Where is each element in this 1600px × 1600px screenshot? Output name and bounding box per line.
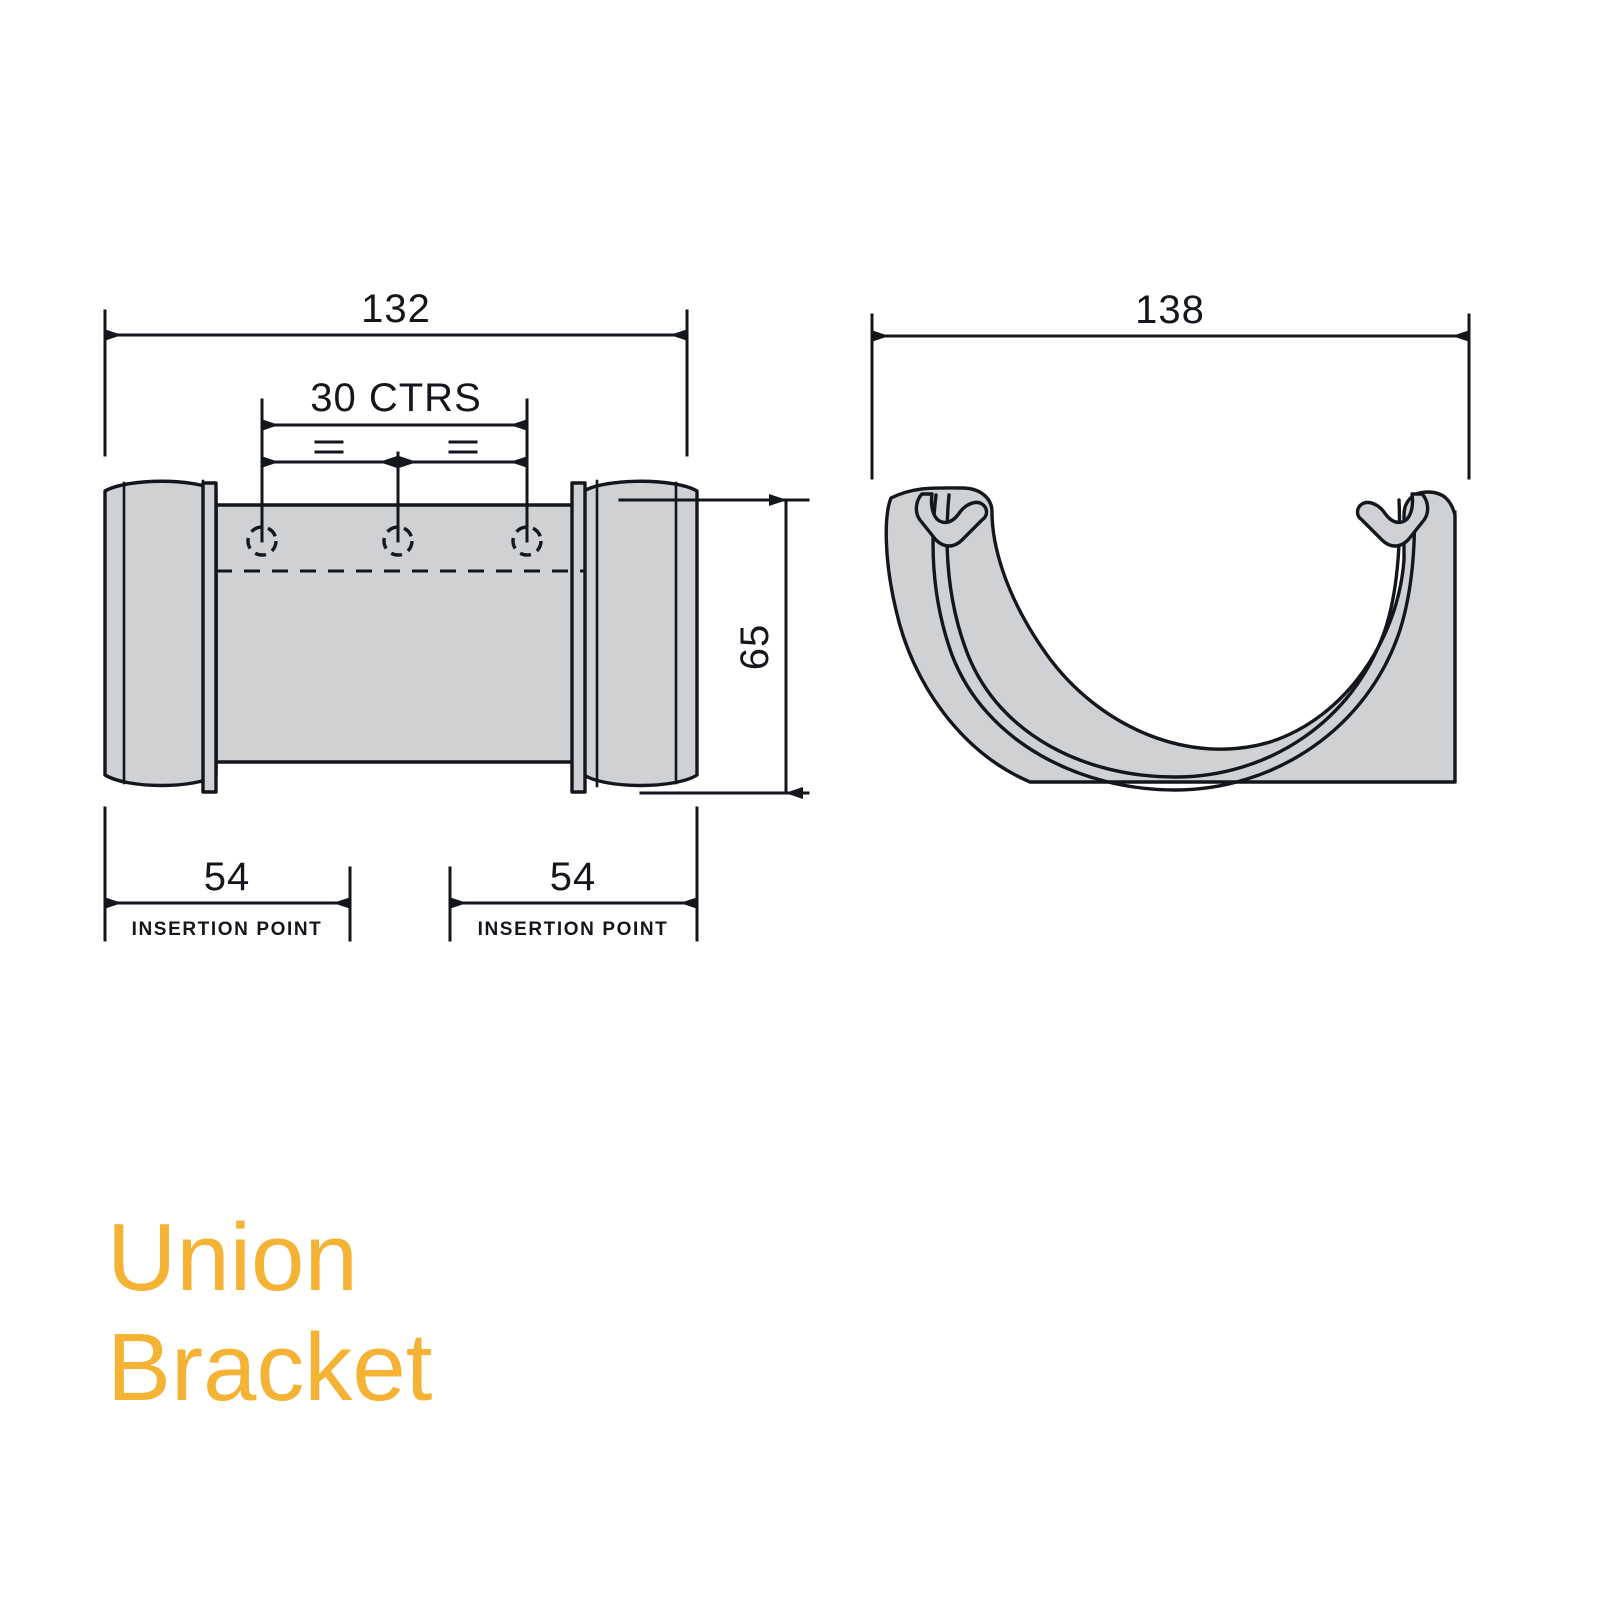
gutter-section-body <box>884 486 1457 784</box>
dimension-label-65: 65 <box>733 624 777 671</box>
fixing-hole-1 <box>246 525 278 557</box>
left-end-socket <box>103 479 218 794</box>
gutter-inner-wall <box>931 493 1417 792</box>
insertion-point-label-left: INSERTION POINT <box>132 919 323 940</box>
dimension-label-54-left: 54 <box>204 855 251 899</box>
title-line-1: Union <box>107 1204 358 1311</box>
title-block: Union Bracket <box>107 1204 432 1421</box>
gutter-inner-contour <box>945 493 1402 779</box>
dimension-insertion-point-right: 54 INSERTION POINT <box>448 806 699 942</box>
title-line-2: Bracket <box>107 1314 432 1421</box>
left-clip-bead <box>914 492 989 548</box>
dimension-label-54-right: 54 <box>550 855 597 899</box>
dimension-height-65: 65 <box>618 494 810 799</box>
dimension-hole-centres-30: 30 CTRS <box>260 376 529 543</box>
dimension-overall-width-132: 132 <box>103 287 689 457</box>
fixing-hole-3 <box>511 525 543 557</box>
dimension-insertion-point-left: 54 INSERTION POINT <box>103 806 352 942</box>
equal-mark-left-icon <box>314 440 344 454</box>
insertion-point-label-right: INSERTION POINT <box>478 919 669 940</box>
dimension-label-30-ctrs: 30 CTRS <box>310 376 482 420</box>
dimension-label-132: 132 <box>361 287 431 331</box>
right-end-socket <box>570 479 699 794</box>
dimension-section-width-138: 138 <box>870 288 1471 480</box>
dimension-equal-divisions <box>260 440 529 543</box>
bracket-body <box>214 503 586 764</box>
front-elevation-view: 132 30 CTRS <box>103 287 810 942</box>
dimension-label-138: 138 <box>1135 288 1205 332</box>
right-clip-bead <box>1355 492 1430 548</box>
end-section-view: 138 <box>870 288 1471 792</box>
fixing-hole-2 <box>382 525 414 557</box>
equal-mark-right-icon <box>448 440 478 454</box>
